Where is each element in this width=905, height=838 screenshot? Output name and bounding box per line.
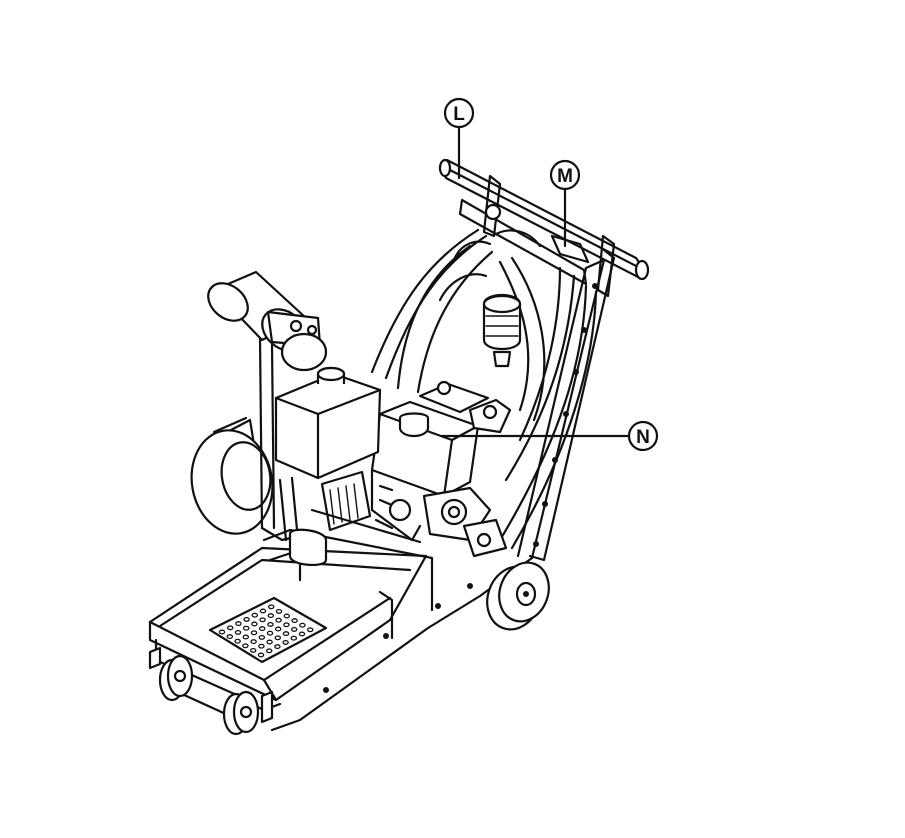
perforation-hole — [258, 634, 266, 640]
perforation-hole — [274, 626, 282, 632]
rear-wheel — [486, 561, 550, 631]
perforated-plate — [208, 596, 328, 664]
perforation-hole — [282, 631, 290, 637]
perforation-hole — [258, 626, 266, 632]
oil-reservoir — [482, 293, 522, 368]
perforation-hole — [265, 648, 273, 654]
perforation-hole — [257, 652, 265, 658]
perforation-hole — [298, 631, 306, 637]
perforation-hole — [306, 627, 314, 633]
front-roller — [148, 646, 274, 736]
perforation-hole — [242, 634, 250, 640]
perforation-hole — [226, 634, 234, 640]
callout-m-circle — [549, 159, 581, 191]
perforation-hole — [226, 625, 234, 631]
side-frame — [270, 248, 616, 732]
perforation-hole — [250, 630, 258, 636]
perforation-hole — [250, 639, 257, 645]
callout-n: N — [627, 420, 659, 452]
perforation-hole — [259, 608, 267, 614]
perforation-hole — [267, 613, 275, 619]
cutter-drum — [190, 416, 274, 535]
perforation-hole — [266, 639, 273, 645]
perforation-hole — [283, 613, 291, 619]
engine — [370, 380, 512, 558]
perforation-hole — [267, 621, 274, 627]
perforation-hole — [218, 629, 226, 635]
perforation-hole — [290, 626, 298, 632]
battery-box — [320, 470, 372, 532]
hydraulic-hoses — [370, 228, 598, 550]
perforation-hole — [234, 638, 241, 644]
perforation-hole — [249, 647, 257, 653]
hydraulic-motor — [207, 270, 328, 372]
perforation-hole — [243, 616, 250, 622]
fuel-tank — [274, 366, 382, 480]
perforation-hole — [275, 608, 283, 614]
perforation-hole — [251, 612, 259, 618]
callout-n-circle — [627, 420, 659, 452]
perforation-hole — [235, 621, 242, 627]
perforation-hole — [290, 635, 298, 641]
perforation-hole — [283, 622, 290, 628]
perforation-hole — [274, 635, 282, 641]
perforation-hole — [251, 621, 258, 627]
perforation-hole — [291, 618, 298, 624]
perforation-hole — [234, 629, 242, 635]
perforation-hole — [242, 643, 249, 649]
perforation-hole — [275, 617, 282, 623]
perforation-hole — [242, 625, 250, 631]
callout-m-label: M — [557, 166, 573, 187]
perforation-hole — [266, 630, 274, 636]
perforation-hole — [267, 604, 275, 610]
callout-l-circle — [443, 97, 475, 129]
callout-m: M — [549, 159, 581, 191]
callout-l-label: L — [453, 104, 465, 125]
perforation-hole — [299, 622, 306, 628]
handlebar — [438, 158, 650, 298]
perforation-hole — [274, 644, 281, 650]
perforation-hole — [259, 617, 266, 623]
perforation-hole — [258, 643, 265, 649]
leader-lines — [440, 125, 630, 438]
perforation-hole — [282, 639, 289, 645]
callout-l: L — [443, 97, 475, 129]
callout-n-label: N — [636, 427, 650, 448]
